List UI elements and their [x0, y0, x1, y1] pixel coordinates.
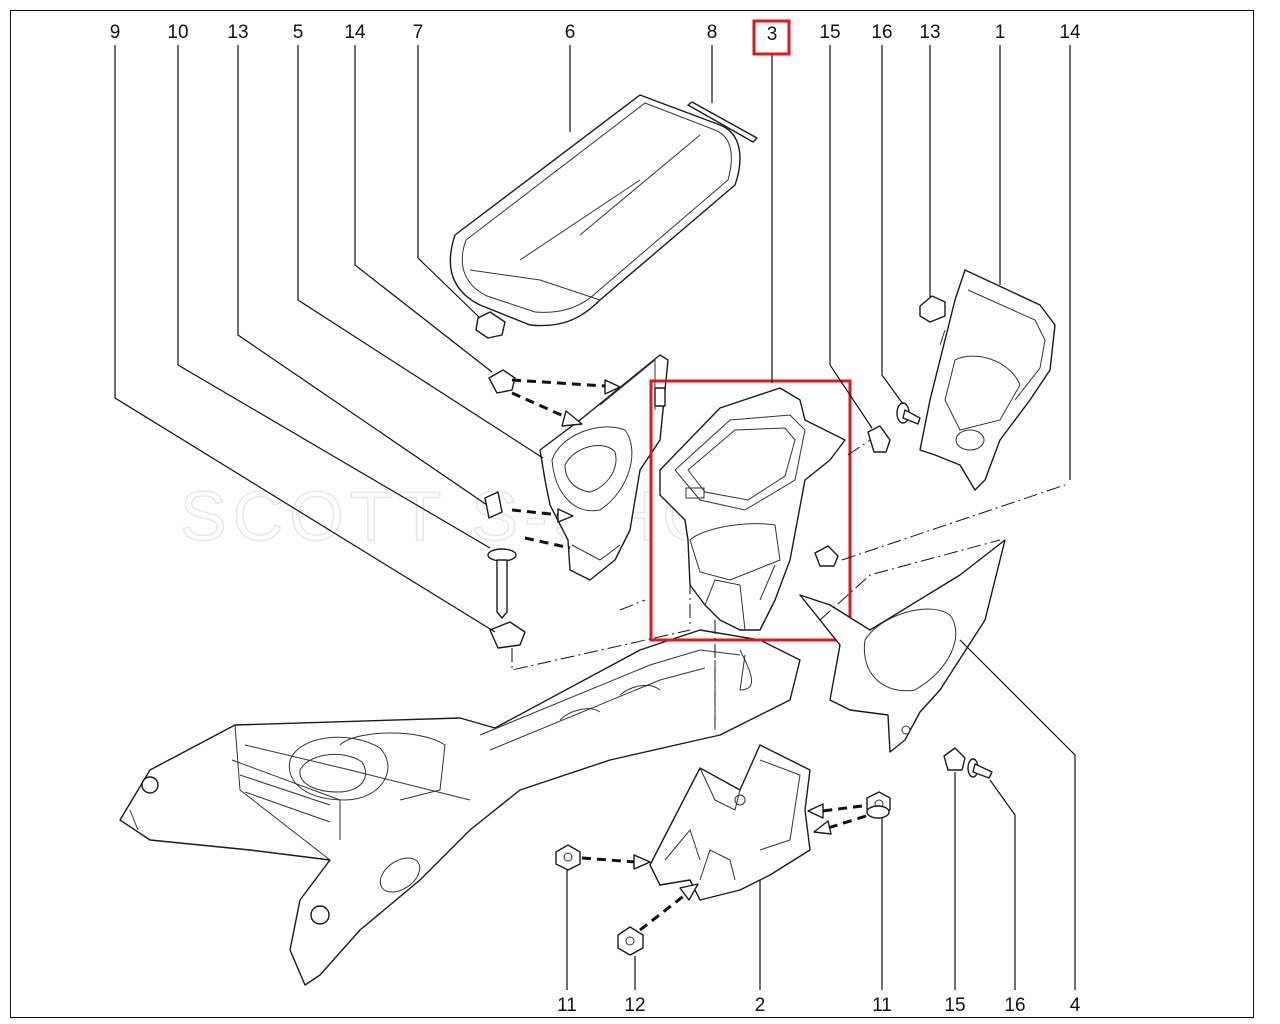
callout-4: 4: [1070, 995, 1081, 1016]
callout-13-left: 13: [227, 22, 248, 43]
callout-15-lower: 15: [944, 995, 965, 1016]
assembly-arrows: [511, 378, 867, 932]
callout-16-lower: 16: [1004, 995, 1025, 1016]
clip-13-right: [919, 295, 946, 323]
nut-11-left: [555, 844, 581, 871]
callout-10: 10: [167, 22, 188, 43]
callout-14-right: 14: [1059, 22, 1081, 43]
diagram-frame: [10, 10, 1254, 1018]
callout-7: 7: [413, 22, 424, 43]
callout-2: 2: [755, 995, 766, 1016]
lid-clip: [475, 311, 506, 339]
nut-clip-9: [489, 621, 526, 649]
screw-10: [487, 548, 517, 619]
clip-14-right: [814, 545, 839, 567]
callout-labels: 9 10 13 5 14 7 6 8 3 15 16 13 1 14 11 12…: [110, 19, 1081, 1016]
highlight-box-callout-3: [752, 19, 791, 56]
callout-8: 8: [707, 22, 718, 43]
callout-11-left: 11: [557, 995, 577, 1016]
callout-11-right: 11: [872, 995, 892, 1016]
highlight-box-part-3: [649, 379, 852, 642]
console-base: [119, 629, 801, 986]
screw-16-lower: [967, 758, 993, 779]
rear-panel: [919, 269, 1056, 491]
callout-1: 1: [995, 22, 1006, 43]
callout-6: 6: [565, 22, 576, 43]
clip-13-left: [484, 491, 503, 519]
lower-bracket: [649, 744, 811, 901]
callout-16-upper: 16: [871, 22, 892, 43]
left-storage-bracket: [539, 354, 669, 581]
clip-15-upper: [867, 425, 891, 453]
leader-lines: [114, 45, 1076, 990]
nut-11-right-b: [866, 805, 890, 819]
callout-13-right: 13: [919, 22, 940, 43]
nut-12: [617, 926, 644, 956]
screw-16-upper: [896, 402, 921, 425]
trim-strip: [687, 101, 758, 143]
callout-5: 5: [293, 22, 304, 43]
callout-15-upper: 15: [819, 22, 840, 43]
callout-9: 9: [110, 22, 121, 43]
clip-15-lower: [943, 747, 966, 771]
armrest-lid: [449, 94, 741, 327]
clip-14-left: [488, 369, 516, 394]
cup-holder-insert: [659, 387, 846, 631]
alignment-lines: [511, 439, 1066, 728]
right-side-panel: [799, 539, 1006, 753]
callout-12: 12: [624, 995, 645, 1016]
callout-3: 3: [767, 24, 778, 45]
callout-14-left: 14: [344, 22, 366, 43]
